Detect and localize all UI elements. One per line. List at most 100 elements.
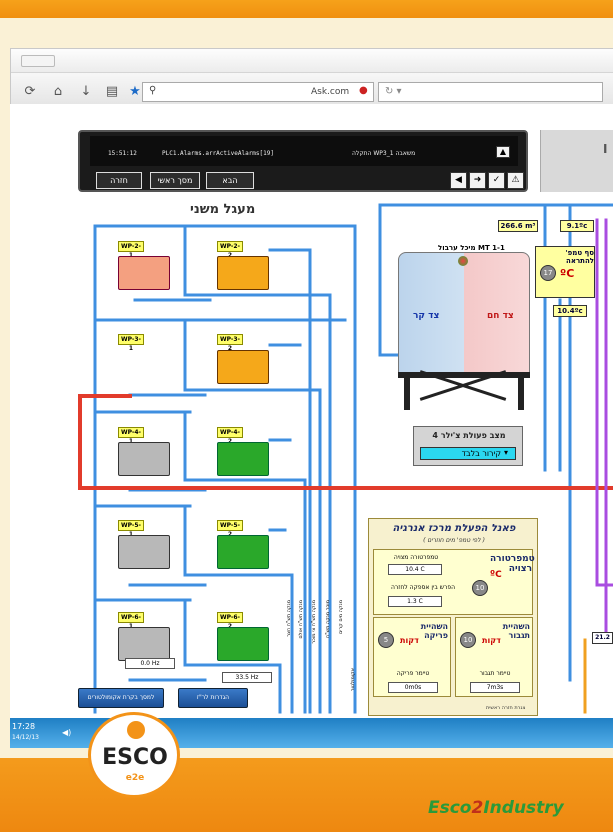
chiller-mode-select[interactable]: קירור בלבד <box>420 447 516 460</box>
chiller-mode-title: מצב פעולת צ'ילר 4 <box>432 431 506 440</box>
temp-wanted-value: 10.4 C <box>388 564 442 575</box>
top-banner <box>0 0 613 18</box>
pump-icon[interactable] <box>217 350 269 384</box>
unload-delay-unit: דקות <box>400 636 419 645</box>
boost-delay-label: השהיית תגבור <box>502 622 530 640</box>
pump-tag: WP-5-1 <box>118 520 144 538</box>
tank-cold-side: צד קר <box>413 311 440 321</box>
temp-low-unit: ºc <box>574 307 583 315</box>
boost-delay-section: השהיית תגבור 10 דקות טיימר תגבור 7m3s <box>455 617 533 697</box>
temperature-section: טמפרטורה מצויה 10.4 C הפרש בין אספקה לחז… <box>373 549 535 615</box>
tank-level-value: 266.6 m³ <box>498 220 538 232</box>
temp-top-number: 9.1 <box>566 222 580 230</box>
pump-tag: WP-6-2 <box>217 612 243 630</box>
temp-wanted-label: טמפרטורה מצויה <box>393 554 439 561</box>
pump-tag: WP-4-2 <box>217 427 243 445</box>
brand-two: 2 <box>471 798 484 818</box>
home-icon[interactable]: ⌂ <box>53 84 63 99</box>
settings-button[interactable]: הגדרות לר"ז <box>178 688 248 708</box>
logo-subtext: e2e <box>125 773 145 783</box>
address-bar[interactable]: ↻ ▾ <box>378 82 603 102</box>
target-temp-knob[interactable]: 10 <box>472 580 488 596</box>
skype-icon[interactable]: ⟳ <box>24 84 36 99</box>
temp-top-unit: ºc <box>579 222 588 230</box>
alarm-label: סף טמפ' להתראה <box>565 249 595 265</box>
unload-delay-section: השהיית פריקה 5 דקות טיימר פריקה 0m0s <box>373 617 451 697</box>
tank-stand <box>398 370 530 410</box>
pump-6-2-frequency: 33.5 Hz <box>222 672 272 683</box>
alarm-ack-icon[interactable]: ▲ <box>496 146 510 158</box>
mixing-tank[interactable]: צד קר צד חם <box>398 252 530 374</box>
alarm-text: התקלה WP3_1 משאבה <box>352 150 416 157</box>
logo-text: ESCO <box>102 745 168 770</box>
search-input[interactable]: ⚲ Ask.com ● <box>142 82 374 102</box>
taskbar-time: 17:28 <box>12 722 36 731</box>
energy-panel: פאנל הפעלת מרכז אנרגיה ( לפי טמפ' מים חו… <box>368 518 538 716</box>
pipe-label: מנקה תש"ח חצר <box>286 600 292 637</box>
alarm-setpoint-knob[interactable]: 17 <box>540 265 556 281</box>
diff-label: הפרש בין אספקה לחזרה <box>390 584 455 591</box>
diff-value: 1.3 C <box>388 596 442 607</box>
next-button[interactable]: הבא <box>206 172 254 189</box>
pump-tag: WP-3-1 <box>118 334 144 352</box>
chevron-down-icon[interactable]: ▾ <box>504 448 509 457</box>
accumulators-screen-button[interactable]: למסך בקרת אקומולטורים <box>78 688 164 708</box>
window-control[interactable] <box>21 55 55 67</box>
pipe-label: מנקה תש"ח צי מוכר <box>311 600 317 644</box>
unload-delay-knob[interactable]: 5 <box>378 632 394 648</box>
pump-icon[interactable] <box>217 256 269 290</box>
home-screen-button[interactable]: מסך ראשי <box>150 172 200 189</box>
pump-tag: WP-6-1 <box>118 612 144 630</box>
boost-delay-knob[interactable]: 10 <box>460 632 476 648</box>
energy-panel-subtitle: ( לפי טמפ' מים חוזרים ) <box>423 537 485 544</box>
pump-tag: WP-5-2 <box>217 520 243 538</box>
alarm-banner: 15:51:12 PLC1.Alarms.arrActiveAlarms[19]… <box>90 136 518 166</box>
tank-status-icon <box>458 256 468 266</box>
arrow-icon[interactable]: ➜ <box>469 172 486 189</box>
speaker-icon[interactable]: ◀ <box>450 172 467 189</box>
pump-tag: WP-4-1 <box>118 427 144 445</box>
brand-esco: Esco <box>428 798 472 818</box>
tank-temp-top: 9.1ºc <box>560 220 594 232</box>
pump-tag: WP-3-2 <box>217 334 243 352</box>
pump-icon[interactable] <box>118 442 170 476</box>
pump-6-1-frequency: 0.0 Hz <box>125 658 175 669</box>
search-icon: ⚲ <box>149 85 157 96</box>
brand-industry: Industry <box>483 798 564 818</box>
taskbar-date: 14/12/13 <box>12 734 39 741</box>
side-panel-marker: I <box>603 142 608 156</box>
right-side-value: 21.2 <box>592 632 613 644</box>
pump-icon[interactable] <box>217 442 269 476</box>
level-unit: m³ <box>525 222 536 230</box>
refresh-icon: ↻ ▾ <box>385 86 402 97</box>
return-pipe-label: צנרת חזרה ראשית <box>486 705 526 711</box>
tank-title: מיכל ערבול MT 1-1 <box>438 244 505 252</box>
boost-timer-label: טיימר תגבור <box>479 670 511 677</box>
back-button[interactable]: חזרה <box>96 172 142 189</box>
pump-icon[interactable] <box>118 256 170 290</box>
volume-icon[interactable]: ◀) <box>62 728 72 737</box>
unload-timer-value: 0m0s <box>388 682 438 693</box>
pump-icon[interactable] <box>118 627 170 661</box>
target-temp-label: טמפרטורה רצויה <box>490 554 535 574</box>
alarm-unit: ºC <box>560 267 575 280</box>
search-engine-label: Ask.com <box>311 87 350 97</box>
unload-delay-label: השהיית פריקה <box>420 622 448 640</box>
check-list-icon[interactable]: ✓ <box>488 172 505 189</box>
star-icon[interactable]: ★ <box>129 84 141 99</box>
alarm-bell-icon[interactable]: ⚠ <box>507 172 524 189</box>
alarm-setpoint-panel: סף טמפ' להתראה 17 ºC <box>535 246 595 298</box>
pump-icon[interactable] <box>217 535 269 569</box>
clipboard-icon[interactable]: ▤ <box>105 84 119 99</box>
loop-title: מעגל משני <box>190 202 256 217</box>
pump-icon[interactable] <box>217 627 269 661</box>
pump-icon[interactable] <box>118 535 170 569</box>
tank-hot-side: צד חם <box>487 311 514 321</box>
alarm-path: PLC1.Alarms.arrActiveAlarms[19] <box>162 150 274 157</box>
boost-timer-value: 7m3s <box>470 682 520 693</box>
level-number: 266.6 <box>500 222 523 230</box>
download-icon[interactable]: ↓ <box>80 84 92 99</box>
pump-tag: WP-2-2 <box>217 241 243 259</box>
target-temp-unit: ºC <box>490 570 502 580</box>
chiller-mode-panel: מצב פעולת צ'ילר 4 קירור בלבד ▾ <box>413 426 523 466</box>
